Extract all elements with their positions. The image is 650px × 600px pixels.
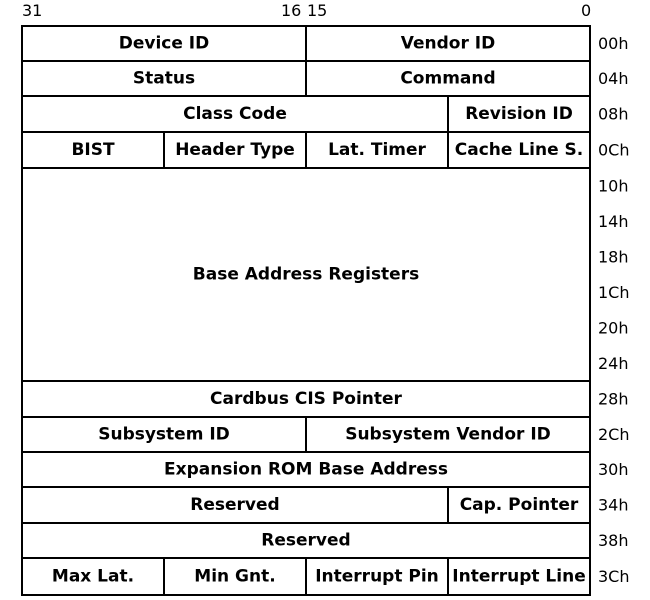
offset-label-30h: 30h (598, 460, 629, 479)
register-field-header-type-box (163, 131, 307, 169)
register-field-cap-pointer: Cap. Pointer (460, 495, 579, 515)
offset-label-0ch: 0Ch (598, 141, 630, 160)
register-field-cache-line-s-box (447, 131, 591, 169)
offset-label-08h: 08h (598, 105, 629, 124)
register-field-expansion-rom-base-address: Expansion ROM Base Address (164, 460, 448, 480)
bit-label-0: 0 (581, 1, 592, 20)
offset-label-18h: 18h (598, 247, 629, 266)
offset-label-04h: 04h (598, 69, 629, 88)
register-field-revision-id-box (447, 95, 591, 133)
register-field-header-type: Header Type (175, 140, 295, 160)
offset-label-24h: 24h (598, 354, 629, 373)
register-field-base-address-registers: Base Address Registers (193, 265, 419, 285)
register-field-lat-timer-box (305, 131, 449, 169)
register-field-subsystem-id: Subsystem ID (98, 425, 230, 445)
offset-label-00h: 00h (598, 34, 629, 53)
register-field-class-code: Class Code (183, 104, 287, 124)
offset-label-1ch: 1Ch (598, 283, 630, 302)
offset-label-2ch: 2Ch (598, 425, 630, 444)
register-field-cache-line-s: Cache Line S. (455, 140, 584, 160)
bit-label-31: 31 (22, 1, 43, 20)
offset-label-10h: 10h (598, 176, 629, 195)
register-field-base-address-registers-box (21, 167, 591, 382)
register-field-status: Status (133, 69, 195, 89)
offset-label-34h: 34h (598, 496, 629, 515)
offset-label-14h: 14h (598, 212, 629, 231)
register-field-revision-id: Revision ID (465, 104, 573, 124)
register-field-command-box (305, 60, 591, 97)
register-field-cardbus-cis-pointer-box (21, 380, 591, 418)
register-field-min-gnt-box (163, 557, 307, 596)
register-field-subsystem-vendor-id-box (305, 416, 591, 453)
register-field-reserved: Reserved (190, 495, 279, 515)
register-field-lat-timer: Lat. Timer (328, 140, 426, 160)
register-field-device-id: Device ID (119, 34, 210, 54)
register-field-vendor-id: Vendor ID (401, 34, 495, 54)
register-field-max-lat: Max Lat. (52, 567, 134, 587)
offset-label-20h: 20h (598, 318, 629, 337)
register-field-reserved-box (21, 522, 591, 559)
register-field-bist: BIST (71, 140, 115, 160)
bit-label-15: 15 (307, 1, 328, 20)
register-field-reserved: Reserved (261, 531, 350, 551)
register-field-cardbus-cis-pointer: Cardbus CIS Pointer (210, 389, 402, 409)
register-field-interrupt-line-box (447, 557, 591, 596)
offset-label-3ch: 3Ch (598, 567, 630, 586)
offset-label-28h: 28h (598, 390, 629, 409)
bit-label-16: 16 (281, 1, 302, 20)
register-field-subsystem-vendor-id: Subsystem Vendor ID (345, 425, 551, 445)
offset-label-38h: 38h (598, 531, 629, 550)
register-field-max-lat-box (21, 557, 165, 596)
register-field-device-id-box (21, 25, 307, 62)
register-field-min-gnt: Min Gnt. (194, 567, 275, 587)
register-field-cap-pointer-box (447, 486, 591, 524)
register-field-command: Command (400, 69, 495, 89)
register-field-interrupt-pin: Interrupt Pin (315, 567, 439, 587)
register-field-subsystem-id-box (21, 416, 307, 453)
register-field-interrupt-line: Interrupt Line (452, 567, 585, 587)
